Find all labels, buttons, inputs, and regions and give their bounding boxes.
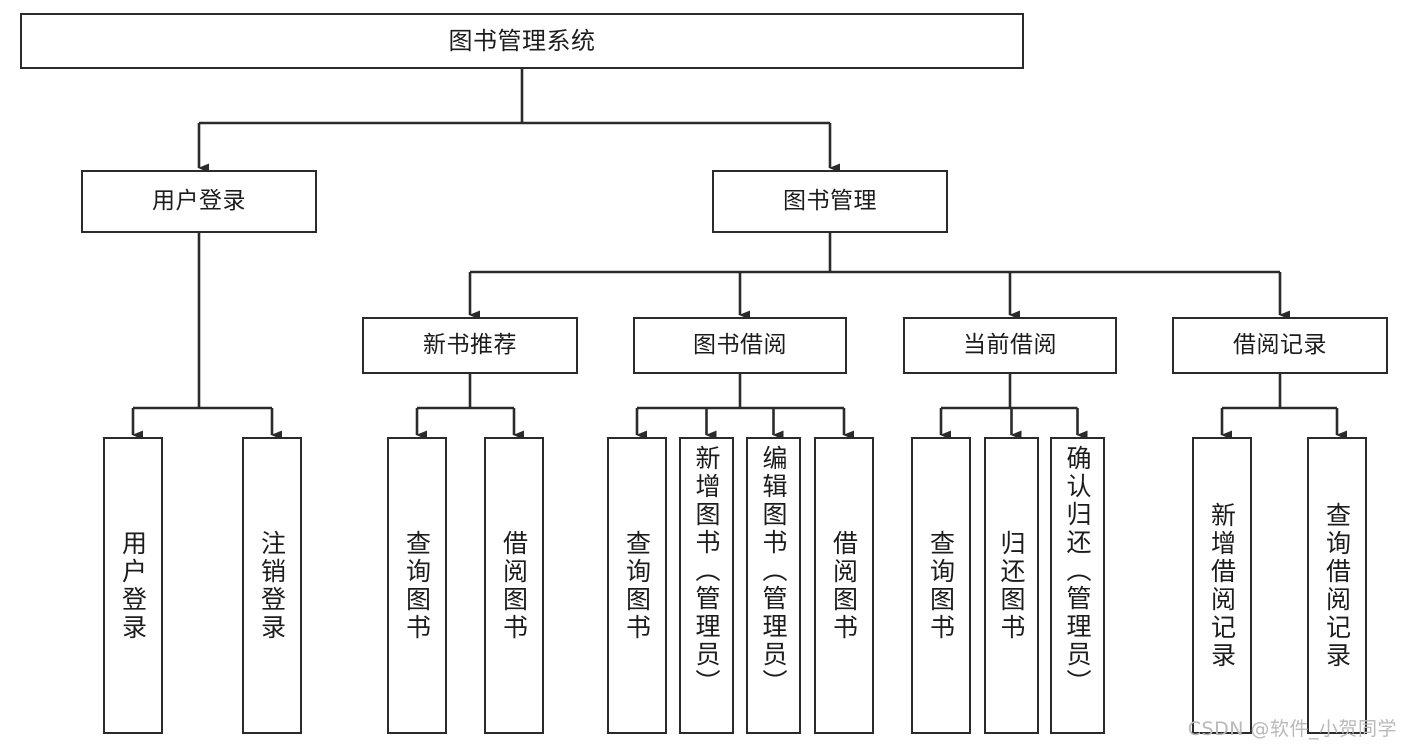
node-label: 注销登录 xyxy=(257,529,287,642)
node-label: 查询图书 xyxy=(402,529,432,642)
node-new-book-recommend[interactable]: 新书推荐 xyxy=(362,317,578,374)
node-book-borrow[interactable]: 图书借阅 xyxy=(633,317,847,374)
node-label: 新书推荐 xyxy=(423,331,517,358)
node-label: 查询图书 xyxy=(926,529,956,642)
node-leaf-query-book-3[interactable]: 查询图书 xyxy=(911,437,971,734)
node-leaf-borrow-book-2[interactable]: 借阅图书 xyxy=(814,437,874,734)
node-label: 图书管理 xyxy=(783,187,877,214)
node-leaf-borrow-book-1[interactable]: 借阅图书 xyxy=(484,437,544,734)
node-leaf-query-borrow-record[interactable]: 查询借阅记录 xyxy=(1307,437,1367,734)
node-leaf-add-borrow-record[interactable]: 新增借阅记录 xyxy=(1192,437,1252,734)
node-leaf-return-book[interactable]: 归还图书 xyxy=(984,437,1039,734)
node-label: 用户登录 xyxy=(152,187,246,214)
node-leaf-add-book-admin[interactable]: 新增图书（管理员） xyxy=(679,437,734,734)
node-label: 借阅记录 xyxy=(1233,331,1327,358)
node-label: 图书借阅 xyxy=(693,331,787,358)
node-label: 图书管理系统 xyxy=(448,26,596,55)
node-label: 借阅图书 xyxy=(499,529,529,642)
node-label: 用户登录 xyxy=(118,529,148,642)
node-label: 确认归还（管理员） xyxy=(1063,445,1092,697)
node-label: 查询图书 xyxy=(622,529,652,642)
node-leaf-query-book-2[interactable]: 查询图书 xyxy=(607,437,667,734)
node-borrow-record[interactable]: 借阅记录 xyxy=(1172,317,1388,374)
node-user-login[interactable]: 用户登录 xyxy=(81,170,317,233)
node-leaf-edit-book-admin[interactable]: 编辑图书（管理员） xyxy=(746,437,801,734)
node-label: 归还图书 xyxy=(997,529,1026,642)
node-leaf-user-logout[interactable]: 注销登录 xyxy=(242,437,302,734)
node-root-system[interactable]: 图书管理系统 xyxy=(20,13,1024,69)
node-label: 新增借阅记录 xyxy=(1207,501,1237,670)
node-book-manage[interactable]: 图书管理 xyxy=(712,170,948,233)
node-leaf-user-login[interactable]: 用户登录 xyxy=(103,437,163,734)
node-current-borrow[interactable]: 当前借阅 xyxy=(903,317,1117,374)
node-label: 借阅图书 xyxy=(829,529,859,642)
node-label: 新增图书（管理员） xyxy=(692,445,721,697)
node-label: 编辑图书（管理员） xyxy=(759,445,788,697)
node-label: 当前借阅 xyxy=(963,331,1057,358)
node-label: 查询借阅记录 xyxy=(1322,501,1352,670)
node-leaf-confirm-return-admin[interactable]: 确认归还（管理员） xyxy=(1050,437,1105,734)
node-leaf-query-book-1[interactable]: 查询图书 xyxy=(387,437,447,734)
